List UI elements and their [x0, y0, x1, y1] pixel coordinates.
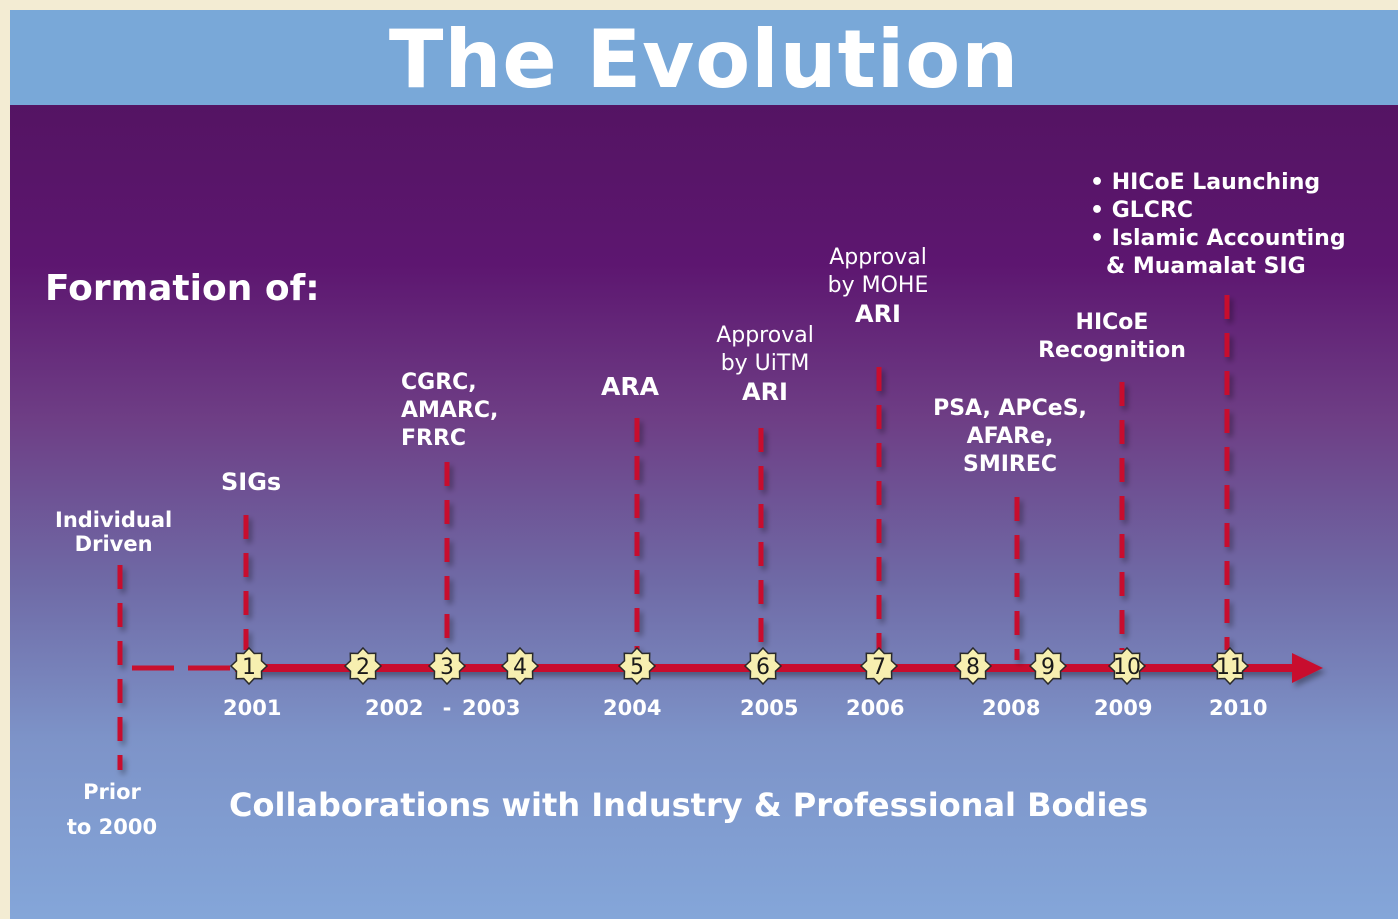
milestone-badge-2: 2 — [343, 646, 383, 686]
star-badge-icon — [617, 646, 657, 686]
star-badge-icon — [427, 646, 467, 686]
milestone-badge-7: 7 — [859, 646, 899, 686]
year-label: 2001 — [223, 696, 282, 720]
individual-driven-label: Individual Driven — [55, 508, 173, 556]
hicoe-recognition-label: HICoE Recognition — [1038, 310, 1186, 363]
mohe-approval-label: Approval by MOHE ARI — [827, 245, 929, 328]
bottom-caption: Collaborations with Industry & Professio… — [229, 786, 1149, 824]
year-label: 2002 — [365, 696, 424, 720]
star-badge-icon — [1107, 646, 1147, 686]
milestone-badge-8: 8 — [953, 646, 993, 686]
formation-label: Formation of: — [45, 268, 320, 309]
prior-to-2000-label: Prior to 2000 — [66, 780, 158, 839]
milestone-badge-10: 10 — [1107, 646, 1147, 686]
milestone-badge-9: 9 — [1028, 646, 1068, 686]
psa-label: PSA, APCeS, AFARe, SMIREC — [933, 396, 1087, 477]
year-label: 2010 — [1209, 696, 1268, 720]
milestone-badge-4: 4 — [500, 646, 540, 686]
cgrc-label: CGRC, AMARC, FRRC — [401, 370, 499, 451]
milestone-badge-1: 1 — [229, 646, 269, 686]
star-badge-icon — [859, 646, 899, 686]
uitm-approval-label: Approval by UiTM ARI — [716, 323, 814, 406]
year-label: - — [442, 696, 452, 720]
star-badge-icon — [743, 646, 783, 686]
year-label: 2006 — [846, 696, 905, 720]
milestone-badge-3: 3 — [427, 646, 467, 686]
milestone-number: 8 — [966, 655, 980, 680]
ara-label: ARA — [601, 372, 659, 401]
milestone-badge-5: 5 — [617, 646, 657, 686]
milestone-number: 10 — [1113, 655, 1141, 680]
star-badge-icon — [500, 646, 540, 686]
milestone-badge-6: 6 — [743, 646, 783, 686]
star-badge-icon — [1028, 646, 1068, 686]
star-badge-icon — [1210, 646, 1250, 686]
milestone-number: 3 — [440, 655, 454, 680]
milestone-number: 6 — [756, 655, 770, 680]
hicoe-list-label: • HICoE Launching • GLCRC • Islamic Acco… — [1090, 170, 1346, 279]
star-badge-icon — [343, 646, 383, 686]
year-label: 2003 — [462, 696, 521, 720]
star-badge-icon — [953, 646, 993, 686]
timeline-graphic: 1 2 3 4 5 6 7 8 9 10 11 — [117, 295, 1323, 770]
slide-title: The Evolution — [388, 13, 1020, 106]
milestone-number: 7 — [872, 655, 886, 680]
milestone-number: 4 — [513, 655, 527, 680]
star-badge-icon — [229, 646, 269, 686]
milestone-number: 5 — [630, 655, 644, 680]
year-label: 2008 — [982, 696, 1041, 720]
milestone-number: 2 — [356, 655, 370, 680]
milestone-number: 11 — [1216, 655, 1244, 680]
title-bar: The Evolution — [10, 10, 1398, 105]
milestone-number: 1 — [242, 655, 256, 680]
year-label: 2004 — [603, 696, 662, 720]
sigs-label: SIGs — [221, 468, 282, 496]
year-label: 2009 — [1094, 696, 1153, 720]
milestone-badge-11: 11 — [1210, 646, 1250, 686]
milestone-number: 9 — [1041, 655, 1055, 680]
year-label: 2005 — [740, 696, 799, 720]
